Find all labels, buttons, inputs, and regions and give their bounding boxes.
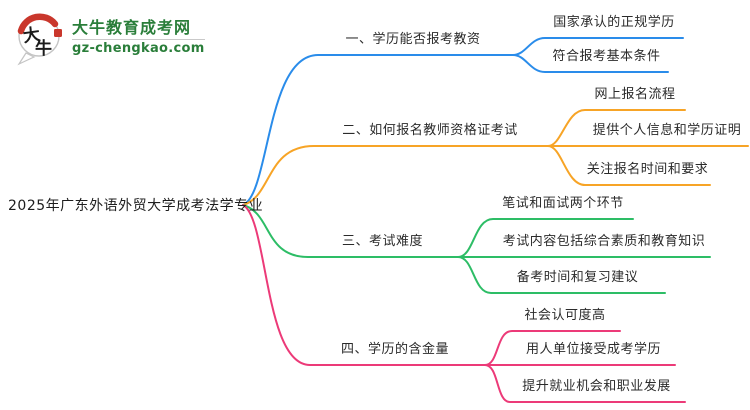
branch-3-label: 三、考试难度	[341, 234, 423, 249]
branch-3-child-2-label: 考试内容包括综合素质和教育知识	[502, 234, 706, 249]
logo-text-block: 大牛教育成考网 gz-chengkao.com	[72, 13, 205, 56]
logo-title: 大牛教育成考网	[72, 18, 192, 37]
branch-2-main-line	[242, 145, 549, 206]
branch-3-child-1-line	[457, 218, 634, 258]
logo-domain: gz-chengkao.com	[72, 41, 205, 56]
branch-2-label: 二、如何报名教师资格证考试	[342, 123, 518, 138]
branch-1-main-line	[242, 54, 514, 206]
branch-4-child-3-label: 提升就业机会和职业发展	[522, 379, 671, 394]
branch-2-child-1-line	[547, 109, 686, 147]
branch-4-child-2-label: 用人单位接受成考学历	[525, 342, 661, 357]
branch-1-label: 一、学历能否报考教资	[345, 32, 481, 47]
root-node: 2025年广东外语外贸大学成考法学专业	[8, 198, 264, 214]
site-logo: 大 牛 大牛教育成考网 gz-chengkao.com	[16, 13, 205, 67]
branch-1-child-2-label: 符合报考基本条件	[552, 49, 661, 64]
branch-2-child-3-line	[547, 145, 711, 186]
branch-4-label: 四、学历的含金量	[340, 342, 449, 357]
branch-3-child-3-line	[457, 256, 666, 294]
logo-badge-char-top: 大	[22, 24, 42, 47]
logo-bubble-icon: 大 牛	[17, 13, 62, 66]
branch-1-child-1-line	[512, 37, 684, 56]
logo-seal	[54, 29, 62, 37]
branch-1-child-2-line	[512, 54, 669, 73]
branch-2-child-1-label: 网上报名流程	[594, 87, 676, 102]
branch-3-main-line	[242, 204, 459, 258]
branch-4-child-1-line	[484, 330, 621, 366]
logo-separator	[72, 39, 205, 40]
branch-2-child-2-label: 提供个人信息和学历证明	[592, 123, 742, 138]
logo-red-arc	[17, 13, 59, 35]
logo-badge-char-bottom: 牛	[35, 38, 52, 59]
logo-bubble-tail	[17, 52, 36, 66]
branch-2-child-3-label: 关注报名时间和要求	[586, 162, 709, 177]
branch-3-child-3-label: 备考时间和复习建议	[516, 270, 639, 285]
branch-4-child-3-line	[484, 364, 686, 403]
branch-4-main-line	[242, 204, 486, 366]
branch-1-child-1-label: 国家承认的正规学历	[553, 15, 675, 30]
branch-3-child-1-label: 笔试和面试两个环节	[502, 196, 624, 211]
branch-4-child-1-label: 社会认可度高	[524, 308, 606, 323]
